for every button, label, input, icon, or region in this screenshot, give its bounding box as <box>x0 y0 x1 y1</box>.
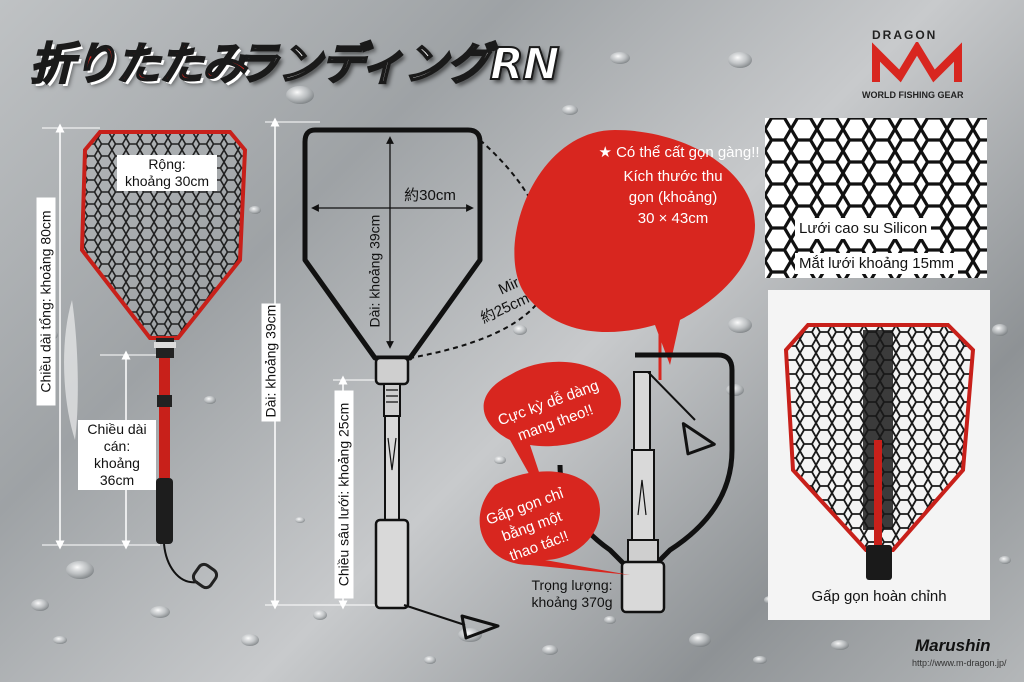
handle-length-label: Chiều dài cán: khoảng 36cm <box>78 420 156 490</box>
mesh-material-label: Lưới cao su Silicon <box>795 218 932 239</box>
dragon-logo: DRAGON WORLD FISHING GEAR <box>862 28 972 106</box>
width-label: Rộng: khoảng 30cm <box>117 155 217 191</box>
compact-storage-heading-text: Có thể cất gọn gàng!! <box>616 144 760 161</box>
photo-caption: Gấp gọn hoàn chỉnh <box>811 588 947 605</box>
frame-width-label: 約30cm <box>404 187 456 204</box>
maker-logo: Marushin <box>915 636 991 655</box>
brand-name: DRAGON <box>872 28 938 42</box>
star-icon: ★ <box>598 144 612 161</box>
folded-size-text: Kích thước thu gọn (khoảng) 30 × 43cm <box>623 168 723 227</box>
product-title: 折りたたみ ランディングRN <box>29 22 561 92</box>
dragon-mark-icon <box>872 42 962 83</box>
compact-storage-heading: ★ Có thể cất gọn gàng!! <box>584 142 774 163</box>
brand-tagline: WORLD FISHING GEAR <box>862 90 964 100</box>
weight-label: Trọng lượng: khoảng 370g <box>531 577 613 610</box>
mesh-closeup: Lưới cao su Silicon Mắt lưới khoảng 15mm <box>765 118 987 278</box>
overall-length-label: Dài: khoảng 39cm <box>261 303 281 422</box>
net-photo-image <box>783 323 976 580</box>
folded-net-photo: Gấp gọn hoàn chỉnh <box>768 290 990 620</box>
net-depth-label: Chiều sâu lưới: khoảng 25cm <box>334 390 354 599</box>
folded-net-diagram <box>479 130 755 614</box>
hex-mesh-image <box>765 118 987 278</box>
total-length-label: Chiều dài tổng: khoảng 80cm <box>36 197 56 406</box>
mesh-size-label: Mắt lưới khoảng 15mm <box>795 253 958 274</box>
maker-url: http://www.m-dragon.jp/ <box>912 658 1007 668</box>
title-part2: ランディングRN <box>234 38 561 91</box>
title-part1: 折りたたみ <box>29 38 247 91</box>
frame-length-label: Dài: khoảng 39cm <box>366 214 383 328</box>
